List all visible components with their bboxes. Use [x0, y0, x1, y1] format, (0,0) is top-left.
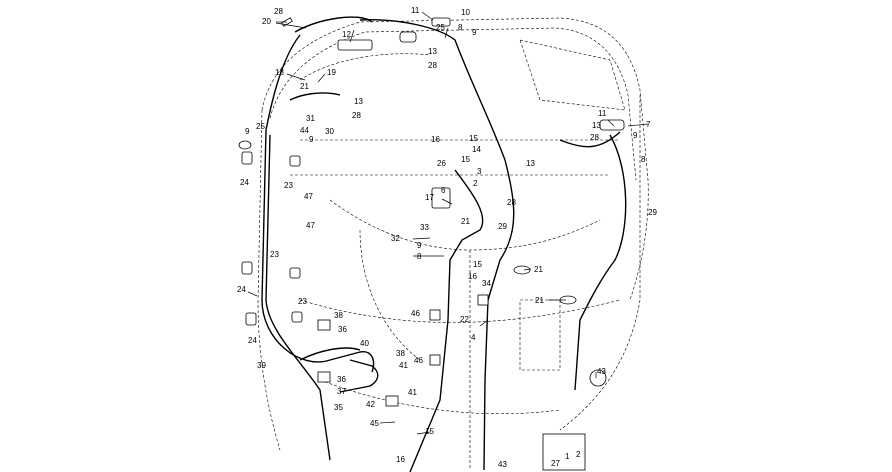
- callout: 47: [306, 221, 315, 230]
- callout: 3: [477, 167, 482, 176]
- callout: 24: [240, 178, 249, 187]
- callout: 44: [300, 126, 309, 135]
- callout: 32: [391, 234, 400, 243]
- callout: 36: [338, 325, 347, 334]
- callout: 13: [428, 47, 437, 56]
- callout: 9: [633, 131, 638, 140]
- callout: 20: [262, 17, 271, 26]
- callout: 2: [576, 450, 581, 459]
- callout: 8: [458, 23, 463, 32]
- callout: 35: [334, 403, 343, 412]
- callout: 41: [408, 388, 417, 397]
- callout: 33: [420, 223, 429, 232]
- callouts: 28 20 11 10 12 25 8 9 13 28 18 19 21 13 …: [237, 6, 657, 469]
- callout: 16: [431, 135, 440, 144]
- callout: 23: [284, 181, 293, 190]
- callout: 7: [646, 120, 651, 129]
- callout: 21: [534, 265, 543, 274]
- callout: 10: [461, 8, 470, 17]
- callout: 26: [437, 159, 446, 168]
- callout: 13: [354, 97, 363, 106]
- callout: 15: [469, 134, 478, 143]
- callout: 9: [245, 127, 250, 136]
- callout: 25: [436, 23, 445, 32]
- callout: 9: [472, 28, 477, 37]
- callout: 31: [306, 114, 315, 123]
- callout: 6: [441, 186, 446, 195]
- callout: 39: [257, 361, 266, 370]
- callout: 11: [598, 109, 607, 118]
- callout: 23: [270, 250, 279, 259]
- callout: 21: [461, 217, 470, 226]
- callout: 21: [535, 296, 544, 305]
- callout: 43: [498, 460, 507, 469]
- callout: 40: [360, 339, 369, 348]
- callout: 46: [414, 356, 423, 365]
- callout: 14: [472, 145, 481, 154]
- callout: 28: [428, 61, 437, 70]
- callout: 28: [352, 111, 361, 120]
- tube-runs: [261, 16, 627, 472]
- callout: 4: [471, 333, 476, 342]
- callout: 24: [248, 336, 257, 345]
- callout: 21: [300, 82, 309, 91]
- leader-lines: [247, 11, 649, 435]
- callout: 36: [337, 375, 346, 384]
- callout: 42: [366, 400, 375, 409]
- callout: 16: [468, 272, 477, 281]
- callout: 12: [342, 30, 351, 39]
- callout: 15: [461, 155, 470, 164]
- callout: 24: [237, 285, 246, 294]
- callout: 8: [641, 155, 646, 164]
- callout: 8: [417, 252, 422, 261]
- callout: 28: [590, 133, 599, 142]
- callout: 17: [425, 193, 434, 202]
- callout: 45: [370, 419, 379, 428]
- callout: 11: [411, 6, 420, 15]
- callout: 16: [396, 455, 405, 464]
- callout: 38: [396, 349, 405, 358]
- callout: 25: [256, 122, 265, 131]
- callout: 1: [565, 452, 570, 461]
- callout: 9: [417, 241, 422, 250]
- callout: 38: [334, 311, 343, 320]
- callout: 43: [597, 367, 606, 376]
- parts: [238, 17, 625, 471]
- callout: 2: [473, 179, 478, 188]
- callout: 13: [592, 121, 601, 130]
- callout: 15: [425, 427, 434, 436]
- callout: 15: [473, 260, 482, 269]
- callout: 18: [275, 68, 284, 77]
- callout: 23: [298, 297, 307, 306]
- callout: 29: [498, 222, 507, 231]
- callout: 47: [304, 192, 313, 201]
- callout: 28: [274, 7, 283, 16]
- callout: 46: [411, 309, 420, 318]
- callout: 9: [309, 135, 314, 144]
- callout: 13: [526, 159, 535, 168]
- callout: 37: [337, 387, 346, 396]
- callout: 28: [507, 198, 516, 207]
- callout: 41: [399, 361, 408, 370]
- callout: 34: [482, 279, 491, 288]
- callout: 27: [551, 459, 560, 468]
- callout: 19: [327, 68, 336, 77]
- cab-outline: [257, 17, 649, 470]
- callout: 22: [460, 315, 469, 324]
- callout: 30: [325, 127, 334, 136]
- callout: 29: [648, 208, 657, 217]
